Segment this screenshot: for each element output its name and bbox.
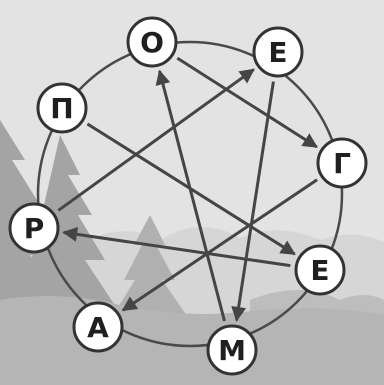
letter-node-m[interactable]: М: [208, 326, 256, 374]
letter-node-label: Е: [310, 254, 329, 287]
letter-node-r[interactable]: Р: [10, 204, 58, 252]
letter-node-label: Г: [333, 147, 351, 180]
letter-node-g[interactable]: Г: [318, 139, 366, 187]
letter-node-e1[interactable]: Е: [254, 28, 302, 76]
letter-node-p[interactable]: П: [38, 84, 86, 132]
letter-node-a[interactable]: А: [74, 303, 122, 351]
letter-node-o[interactable]: О: [128, 18, 176, 66]
letter-node-label: М: [218, 334, 246, 367]
letter-node-label: П: [50, 92, 73, 125]
letter-node-label: А: [87, 311, 109, 344]
letter-node-e2[interactable]: Е: [296, 246, 344, 294]
letter-node-label: О: [140, 26, 164, 59]
letter-node-label: Е: [268, 36, 287, 69]
letter-node-label: Р: [24, 212, 45, 245]
